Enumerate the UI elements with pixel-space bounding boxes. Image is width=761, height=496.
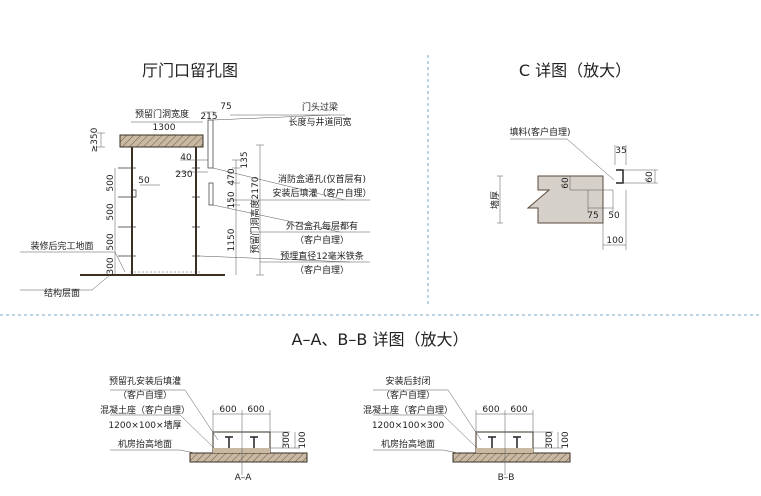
steel-beams	[225, 436, 258, 448]
door-opening-title: 厅门口留孔图	[142, 61, 238, 80]
dim-135: 135	[240, 151, 250, 168]
label-finish-floor: 装修后完工地面	[30, 240, 93, 252]
dim-height: 预留门洞高度2170	[249, 176, 261, 253]
wall-section	[526, 175, 604, 224]
dim-215: 215	[200, 112, 217, 122]
aa-floor-label: 机房抬高地面	[118, 438, 172, 450]
aa-section-label: A–A	[235, 473, 253, 483]
label-call-box-note: （客户自理）	[295, 234, 349, 246]
dim-width-label: 预留门洞宽度	[135, 108, 189, 120]
channel-profile	[616, 169, 624, 184]
dim-40: 40	[180, 153, 192, 163]
c-detail-title: C 详图（放大）	[519, 61, 631, 80]
aa-note-client: （客户自理）	[118, 389, 172, 401]
bb-floor-label: 机房抬高地面	[381, 438, 435, 450]
label-rebar: 预埋直径12毫米铁条	[280, 250, 363, 262]
dim-75: 75	[220, 102, 231, 112]
label-wall-thickness: 墙厚	[489, 191, 501, 209]
dim-c-60-right: 60	[645, 171, 655, 183]
aa-dim-600-left: 600	[219, 405, 236, 415]
bb-dim-100: 100	[561, 431, 571, 448]
dim-500-a: 500	[106, 174, 116, 191]
label-call-box: 外召盒孔每层都有	[286, 220, 358, 232]
c-detail-drawing: C 详图（放大） 填料(客户自理) 墙厚 35 60 60 75 50 100	[489, 61, 658, 250]
call-box-hole	[208, 182, 214, 206]
dim-150: 150	[227, 191, 237, 208]
slab	[189, 452, 308, 463]
aa-dim-100: 100	[298, 431, 308, 448]
dim-300: 300	[106, 257, 116, 274]
bb-dim-600-right: 600	[510, 405, 527, 415]
bb-note-seal: 安装后封闭	[385, 375, 430, 387]
bb-dim-600-left: 600	[482, 405, 499, 415]
bb-base-label: 混凝土座（客户自理）	[363, 404, 453, 416]
dim-c-75: 75	[587, 211, 598, 221]
slab	[452, 452, 571, 463]
aa-note-fill: 预留孔安装后填灌	[109, 375, 181, 387]
dim-50: 50	[138, 176, 150, 186]
label-fire-box-fill: 安装后填灌（客户自理）	[272, 187, 371, 199]
bb-section-label: B–B	[498, 473, 515, 483]
dim-beam-height: ≥350	[90, 127, 100, 152]
aa-dim-300: 300	[282, 431, 292, 448]
door-opening-drawing: 厅门口留孔图 预留门洞宽度 1300 215 75 ≥350 40 230 50…	[20, 61, 372, 299]
label-struct-floor: 结构层面	[44, 287, 80, 299]
aa-dim-600-right: 600	[247, 405, 264, 415]
dim-500-b: 500	[106, 203, 116, 220]
dim-c-60-left: 60	[561, 177, 571, 189]
aa-base-label: 混凝土座（客户自理）	[100, 404, 190, 416]
dim-c-100: 100	[606, 236, 623, 246]
fire-box-hole	[207, 119, 214, 169]
dim-1150: 1150	[227, 228, 237, 251]
section-bb: 安装后封闭 （客户自理） 混凝土座（客户自理） 1200×100×300 机房抬…	[363, 375, 571, 483]
dim-230: 230	[175, 170, 192, 180]
dim-width: 1300	[153, 123, 176, 133]
label-lintel-length: 长度与井道同宽	[288, 116, 351, 128]
label-rebar-note: （客户自理）	[295, 264, 349, 276]
label-fill: 填料(客户自理)	[509, 126, 570, 138]
ab-detail-title: A–A、B–B 详图（放大）	[292, 330, 469, 349]
dim-470: 470	[227, 168, 237, 185]
dim-c-35: 35	[615, 146, 626, 156]
label-fire-box: 消防盒通孔(仅首层有)	[278, 173, 366, 185]
lintel-beam	[119, 134, 204, 148]
steel-beams	[488, 436, 521, 448]
rebar-50-marker	[131, 189, 137, 198]
bb-note-client: （客户自理）	[381, 389, 435, 401]
bb-dim-300: 300	[545, 431, 555, 448]
section-aa: 预留孔安装后填灌 （客户自理） 混凝土座（客户自理） 1200×100×墙厚 机…	[100, 375, 308, 483]
dim-500-c: 500	[106, 233, 116, 250]
bb-base-size: 1200×100×300	[372, 421, 445, 431]
label-lintel: 门头过梁	[302, 101, 338, 113]
dim-c-50: 50	[608, 211, 620, 221]
aa-base-size: 1200×100×墙厚	[108, 419, 181, 431]
